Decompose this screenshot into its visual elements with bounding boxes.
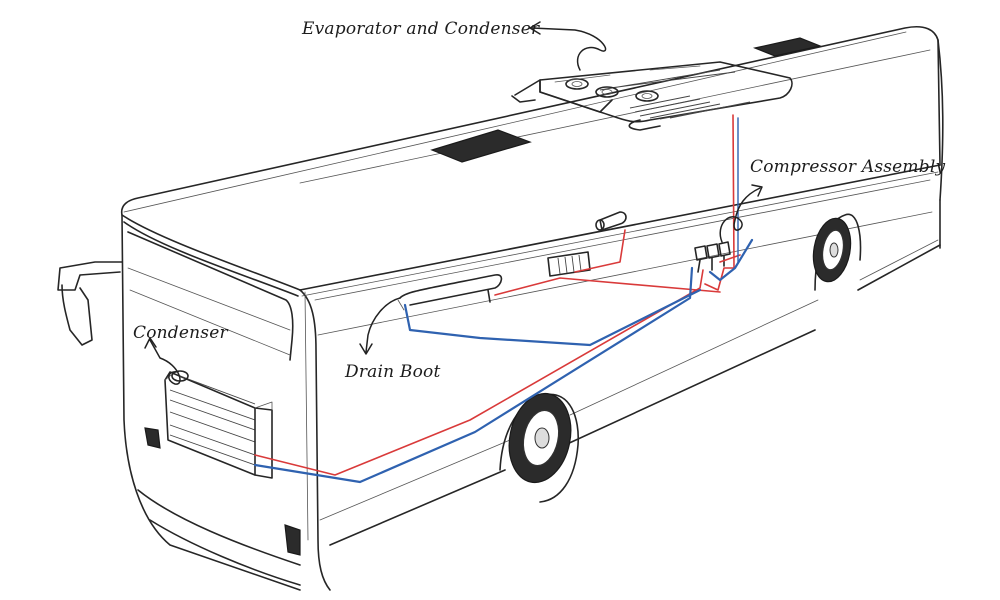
label-compressor-assembly: Compressor Assembly: [750, 157, 945, 177]
front-condenser-box: [164, 370, 273, 479]
arrow-evaporator-condenser: [531, 27, 607, 71]
bus-body: [57, 25, 944, 591]
roof-hatches: [430, 37, 823, 163]
callout-arrows: [144, 21, 763, 385]
front-wheel: [499, 392, 580, 503]
arrow-condenser: [149, 339, 181, 385]
discharge-line-red: [254, 114, 741, 476]
rear-wheel: [812, 213, 862, 291]
arrow-drain-boot: [365, 297, 401, 353]
suction-line-blue: [253, 117, 754, 484]
label-drain-boot: Drain Boot: [344, 362, 440, 382]
arrow-compressor-assembly: [719, 187, 761, 243]
label-condenser: Condenser: [133, 323, 228, 343]
roof-evaporator-condenser-unit: [511, 61, 793, 131]
side-components: [547, 211, 731, 277]
label-evaporator-condenser: Evaporator and Condenser: [301, 19, 540, 39]
